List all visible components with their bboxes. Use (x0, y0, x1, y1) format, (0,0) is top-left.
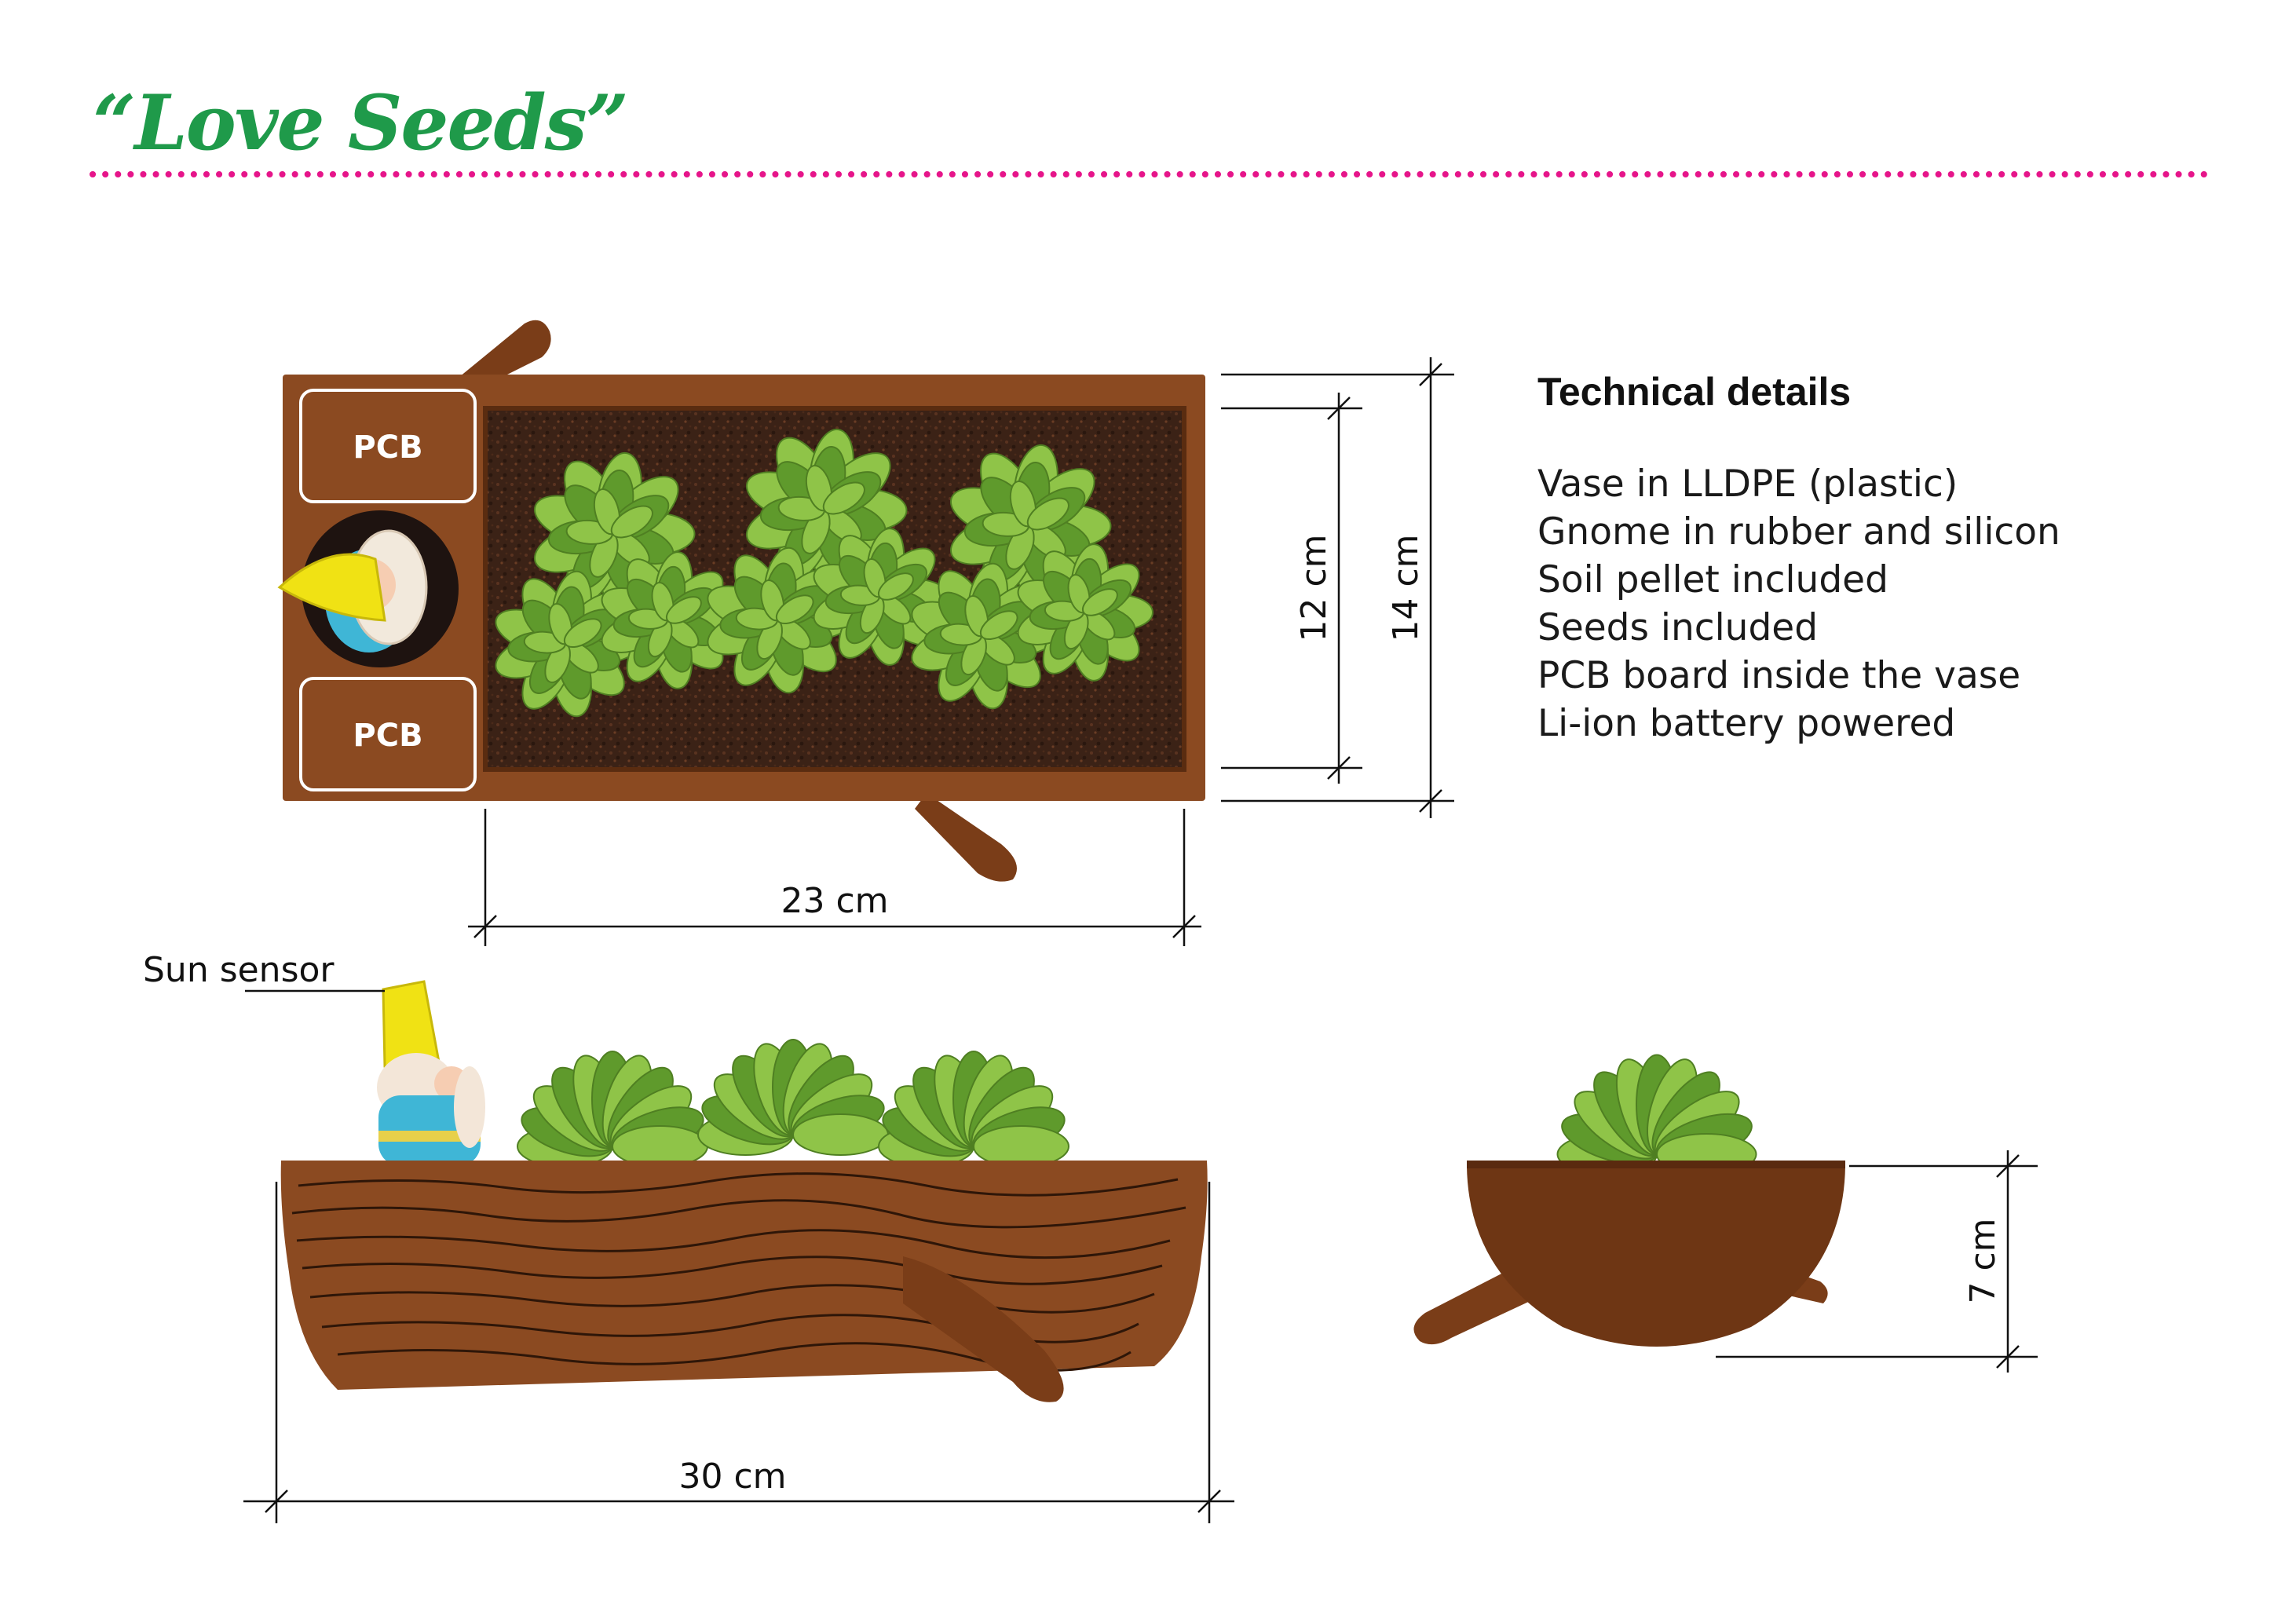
dim-7cm (1716, 1150, 2038, 1373)
technical-details-heading: Technical details (1537, 370, 1852, 414)
end-view-rim (1467, 1161, 1845, 1168)
dim-label-7cm: 7 cm (1963, 1218, 2003, 1303)
gnome-side-view (377, 980, 485, 1166)
product-title: “Love Seeds” (93, 79, 629, 167)
tech-detail-line: Soil pellet included (1537, 558, 1888, 601)
plant-leaf (665, 596, 702, 624)
dim-23cm (468, 809, 1201, 946)
side-view-plants (517, 1039, 1069, 1168)
dim-label-30cm: 30 cm (678, 1457, 786, 1497)
top-view: PCB PCB (277, 320, 1205, 882)
tech-detail-line: PCB board inside the vase (1537, 654, 2021, 697)
top-branch-upper (459, 320, 551, 385)
gnome-top-view (277, 529, 428, 652)
dim-12cm (1221, 393, 1362, 784)
plant-leaf (775, 594, 814, 625)
plant-leaf (792, 1113, 889, 1156)
top-branch-lower (915, 793, 1017, 882)
tech-detail-line: Vase in LLDPE (plastic) (1537, 462, 1958, 506)
technical-details: Technical details Vase in LLDPE (plastic… (1537, 369, 2228, 748)
pcb-label-bottom: PCB (353, 718, 422, 754)
plant-leaf (822, 481, 865, 515)
dim-label-12cm: 12 cm (1294, 534, 1334, 642)
plant-leaf (563, 618, 602, 649)
side-view: Sun sensor (143, 950, 1208, 1402)
top-view-plants (495, 428, 1153, 718)
dim-label-23cm: 23 cm (781, 881, 888, 921)
dim-14cm (1221, 357, 1454, 818)
pcb-box-top: PCB (299, 389, 477, 503)
sun-sensor-label: Sun sensor (143, 950, 335, 990)
end-view (1413, 1054, 1845, 1347)
tech-detail-line: Li-ion battery powered (1537, 702, 1956, 745)
pcb-box-bottom: PCB (299, 677, 477, 791)
dim-30cm (243, 1182, 1234, 1523)
plant-leaf (610, 505, 653, 539)
pcb-label-top: PCB (353, 430, 422, 466)
plant-leaf (1026, 497, 1069, 531)
plant-leaf (979, 610, 1018, 641)
end-view-plants (1556, 1054, 1757, 1175)
plant-leaf (1081, 588, 1118, 616)
tech-detail-line: Seeds included (1537, 606, 1819, 649)
tech-detail-line: Gnome in rubber and silicon (1537, 510, 2060, 554)
dim-label-14cm: 14 cm (1386, 534, 1426, 642)
end-view-bowl (1467, 1166, 1845, 1347)
log-branch (903, 1256, 1064, 1402)
plant-leaf (877, 572, 914, 601)
